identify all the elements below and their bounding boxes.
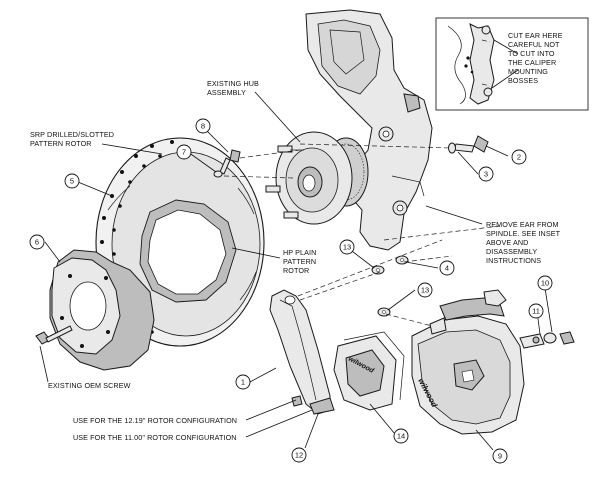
callout-10: 10 [537,275,553,291]
remove-ear-label-2: SPINDLE. SEE INSET [486,229,561,238]
remove-ear-label-4: DISASSEMBLY [486,247,537,256]
srp-rotor-label-1: SRP DRILLED/SLOTTED [30,130,114,139]
caliper-bolt [448,135,489,154]
svg-text:10: 10 [541,279,549,288]
callout-7: 7 [176,144,192,160]
callout-12: 12 [291,447,307,463]
inset-detail: CUT EAR HERE CAREFUL NOT TO CUT INTO THE… [435,17,589,111]
callout-13-upper: 13 [339,239,355,255]
alignment-lines [223,143,501,327]
hub-assembly [265,131,369,225]
callout-8: 8 [195,118,211,134]
svg-text:14: 14 [397,432,405,441]
callout-4: 4 [439,260,455,276]
remove-ear-label-5: INSTRUCTIONS [486,256,541,265]
caliper: wilwood [411,289,575,435]
labels: EXISTING HUB ASSEMBLY SRP DRILLED/SLOTTE… [30,79,561,442]
svg-text:2: 2 [517,153,521,162]
svg-text:9: 9 [498,452,502,461]
washers [371,255,409,317]
config-1219-label: USE FOR THE 12.19" ROTOR CONFIGURATION [73,416,237,425]
config-1100-label: USE FOR THE 11.00" ROTOR CONFIGURATION [73,433,237,442]
existing-hub-label-2: ASSEMBLY [207,88,246,97]
svg-text:13: 13 [421,286,429,295]
remove-ear-label-3: ABOVE AND [486,238,528,247]
inset-note-line-6: BOSSES [508,76,538,85]
callout-6: 6 [29,234,45,250]
callout-3: 3 [478,166,494,182]
remove-ear-label-1: REMOVE EAR FROM [486,220,559,229]
svg-text:11: 11 [532,307,540,316]
inset-note-line-5: MOUNTING [508,67,548,76]
hp-rotor-label-2: PATTERN [283,257,316,266]
svg-text:6: 6 [35,238,39,247]
inset-note-line-3: TO CUT INTO [508,49,555,58]
callout-14: 14 [393,428,409,444]
existing-hub-label-1: EXISTING HUB [207,79,259,88]
callout-1: 1 [235,374,251,390]
oem-screw-label: EXISTING OEM SCREW [48,381,131,390]
svg-text:3: 3 [484,170,488,179]
srp-rotor-label-2: PATTERN ROTOR [30,139,92,148]
callouts: 1 2 3 4 5 6 7 8 9 10 11 12 13 13 14 [29,118,553,464]
svg-text:4: 4 [445,264,449,273]
spindle-knuckle [305,9,433,251]
callout-11: 11 [528,303,544,319]
svg-text:8: 8 [201,122,205,131]
hp-rotor-label-1: HP PLAIN [283,248,316,257]
callout-2: 2 [511,149,527,165]
brake-pads: wilwood [333,331,405,411]
hp-rotor-label-3: ROTOR [283,266,309,275]
svg-text:13: 13 [343,243,351,252]
bolt-and-washer [213,149,241,178]
svg-text:1: 1 [241,378,245,387]
oem-screw [35,325,73,345]
inset-note-line-2: CAREFUL NOT [508,40,560,49]
svg-text:5: 5 [70,177,74,186]
inset-note-line-1: CUT EAR HERE [508,31,563,40]
callout-13-lower: 13 [417,282,433,298]
svg-text:7: 7 [182,148,186,157]
svg-text:12: 12 [295,451,303,460]
inset-note-line-4: THE CALIPER [508,58,556,67]
caliper-bracket [269,289,335,415]
callout-5: 5 [64,173,80,189]
callout-9: 9 [492,448,508,464]
